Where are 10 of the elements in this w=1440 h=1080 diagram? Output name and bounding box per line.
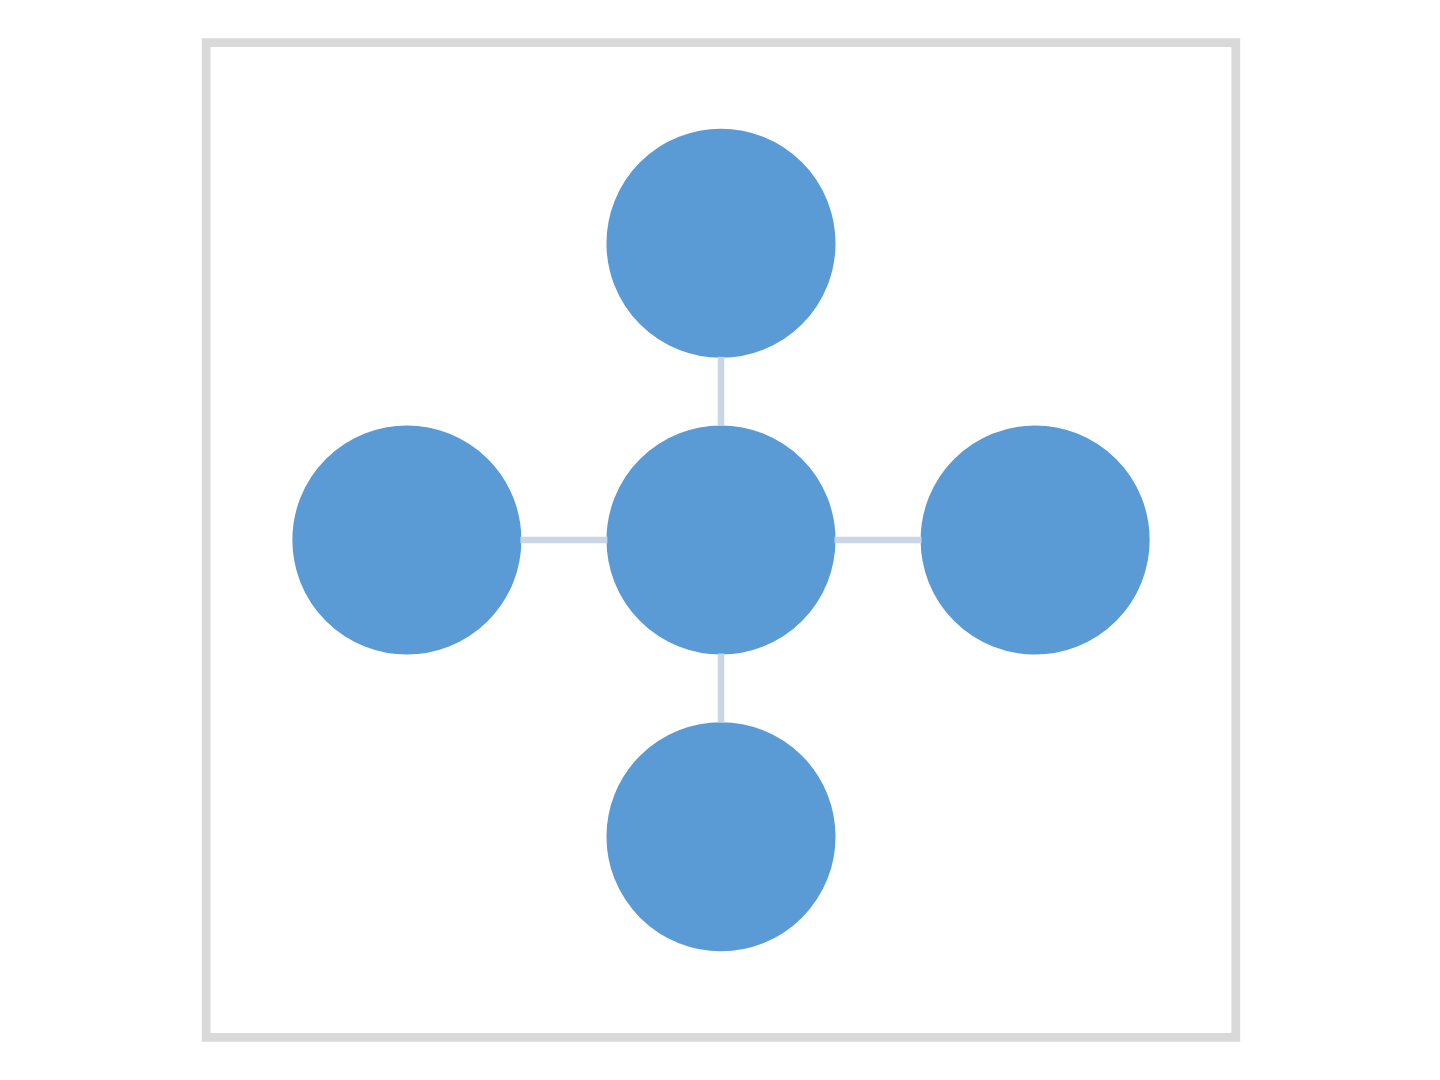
connector bbox=[833, 536, 921, 544]
cluster bbox=[200, 38, 1240, 1042]
node-circle bbox=[605, 425, 835, 655]
node-circle bbox=[605, 128, 835, 358]
connector bbox=[716, 356, 724, 426]
connector bbox=[519, 536, 607, 544]
node-circle bbox=[919, 425, 1149, 655]
connector bbox=[716, 653, 724, 723]
node-circle bbox=[605, 722, 835, 952]
node-circle bbox=[291, 425, 521, 655]
